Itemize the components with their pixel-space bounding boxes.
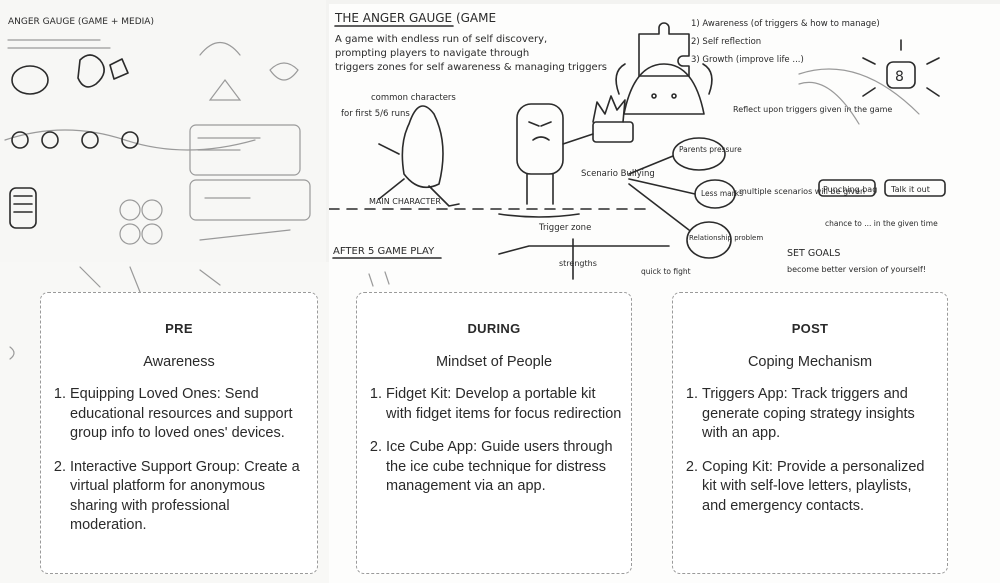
label-main-character: MAIN CHARACTER <box>369 197 441 206</box>
list-item: Fidget Kit: Develop a portable kit with … <box>386 385 623 424</box>
label-quick-to-fight: quick to fight <box>641 267 691 276</box>
card-pre-list: Equipping Loved Ones: Send educational r… <box>53 385 309 550</box>
label-scenario: Scenario Bullying <box>581 169 655 179</box>
list-item: Equipping Loved Ones: Send educational r… <box>70 385 309 444</box>
anger-gauge-desc-line-3: triggers zones for self awareness & mana… <box>335 62 607 73</box>
list-item: Interactive Support Group: Create a virt… <box>70 458 309 536</box>
label-after-play: AFTER 5 GAME PLAY <box>333 246 435 257</box>
anger-gauge-desc-line-2: prompting players to navigate through <box>335 48 529 59</box>
sketch-panel-concept: ANGER GAUGE (GAME + MEDIA) <box>0 0 326 262</box>
concept-sketch: ANGER GAUGE (GAME + MEDIA) <box>0 0 326 262</box>
label-become-better: become better version of yourself! <box>787 265 926 274</box>
list-item: Triggers App: Track triggers and generat… <box>702 385 939 444</box>
card-post-subtitle: Coping Mechanism <box>673 354 947 370</box>
gauge-digit: 8 <box>895 69 904 85</box>
label-punching-bag: Punching bag <box>823 185 877 194</box>
label-trigger-zone: Trigger zone <box>538 223 591 233</box>
label-talk-it-out: Talk it out <box>890 185 930 194</box>
bubble-less-marks: Less marks <box>701 189 743 198</box>
goal-2: 2) Self reflection <box>691 37 761 47</box>
label-chance: chance to ... in the given time <box>825 219 938 228</box>
card-post: POST Coping Mechanism Triggers App: Trac… <box>672 292 948 574</box>
card-during-title: DURING <box>357 321 631 336</box>
card-pre: PRE Awareness Equipping Loved Ones: Send… <box>40 292 318 574</box>
label-strengths: strengths <box>559 259 597 268</box>
card-pre-title: PRE <box>41 321 317 336</box>
card-pre-subtitle: Awareness <box>41 354 317 370</box>
list-item: Coping Kit: Provide a personalized kit w… <box>702 458 939 517</box>
label-reflect: Reflect upon triggers given in the game <box>733 105 892 114</box>
goal-3: 3) Growth (improve life ...) <box>691 55 804 65</box>
label-set-goals: SET GOALS <box>787 248 840 259</box>
label-common-characters: common characters <box>371 93 456 103</box>
left-sketch-title: ANGER GAUGE (GAME + MEDIA) <box>8 17 154 27</box>
list-item: Ice Cube App: Guide users through the ic… <box>386 438 623 497</box>
bubble-relationship-problem: Relationship problem <box>689 234 763 242</box>
label-first-rounds: for first 5/6 runs <box>341 109 410 119</box>
card-during: DURING Mindset of People Fidget Kit: Dev… <box>356 292 632 574</box>
card-post-list: Triggers App: Track triggers and generat… <box>685 385 939 530</box>
anger-gauge-desc-line-1: A game with endless run of self discover… <box>335 34 547 45</box>
card-post-title: POST <box>673 321 947 336</box>
card-during-list: Fidget Kit: Develop a portable kit with … <box>369 385 623 511</box>
card-during-subtitle: Mindset of People <box>357 354 631 370</box>
goal-1: 1) Awareness (of triggers & how to manag… <box>691 19 880 29</box>
bubble-parents-pressure: Parents pressure <box>679 145 742 154</box>
anger-gauge-title: THE ANGER GAUGE (GAME <box>334 11 496 25</box>
